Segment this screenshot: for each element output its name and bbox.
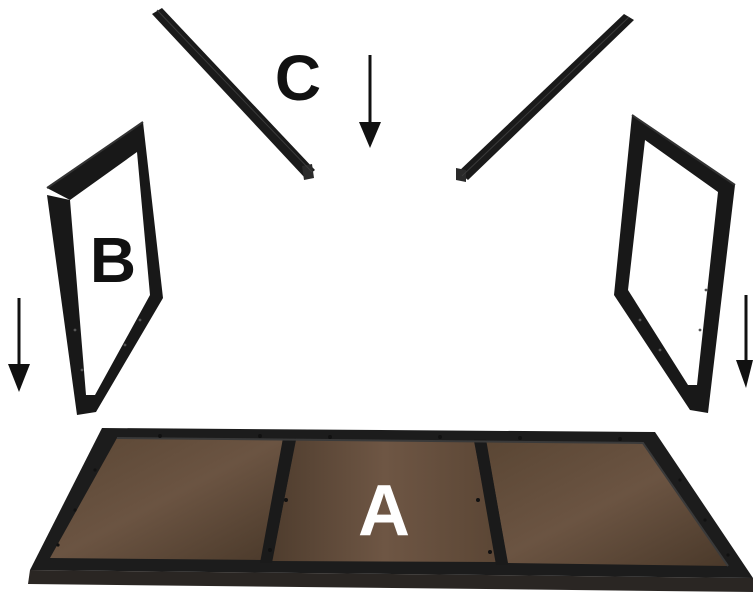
arrow-down-icon xyxy=(8,298,30,392)
brace-right xyxy=(456,14,634,182)
leg-frame-right xyxy=(614,114,736,413)
leg-frame-left xyxy=(46,121,163,415)
label-part-a: A xyxy=(358,471,410,551)
arrow-down-icon xyxy=(736,295,753,388)
tabletop-frame xyxy=(28,428,753,592)
tabletop-panel-middle xyxy=(272,440,497,562)
tabletop-panel-right xyxy=(486,441,728,566)
brace-left xyxy=(152,8,315,180)
label-part-b: B xyxy=(90,224,136,296)
tabletop-panel-left xyxy=(50,438,283,560)
label-part-c: C xyxy=(275,42,321,114)
arrow-down-icon xyxy=(359,55,381,148)
